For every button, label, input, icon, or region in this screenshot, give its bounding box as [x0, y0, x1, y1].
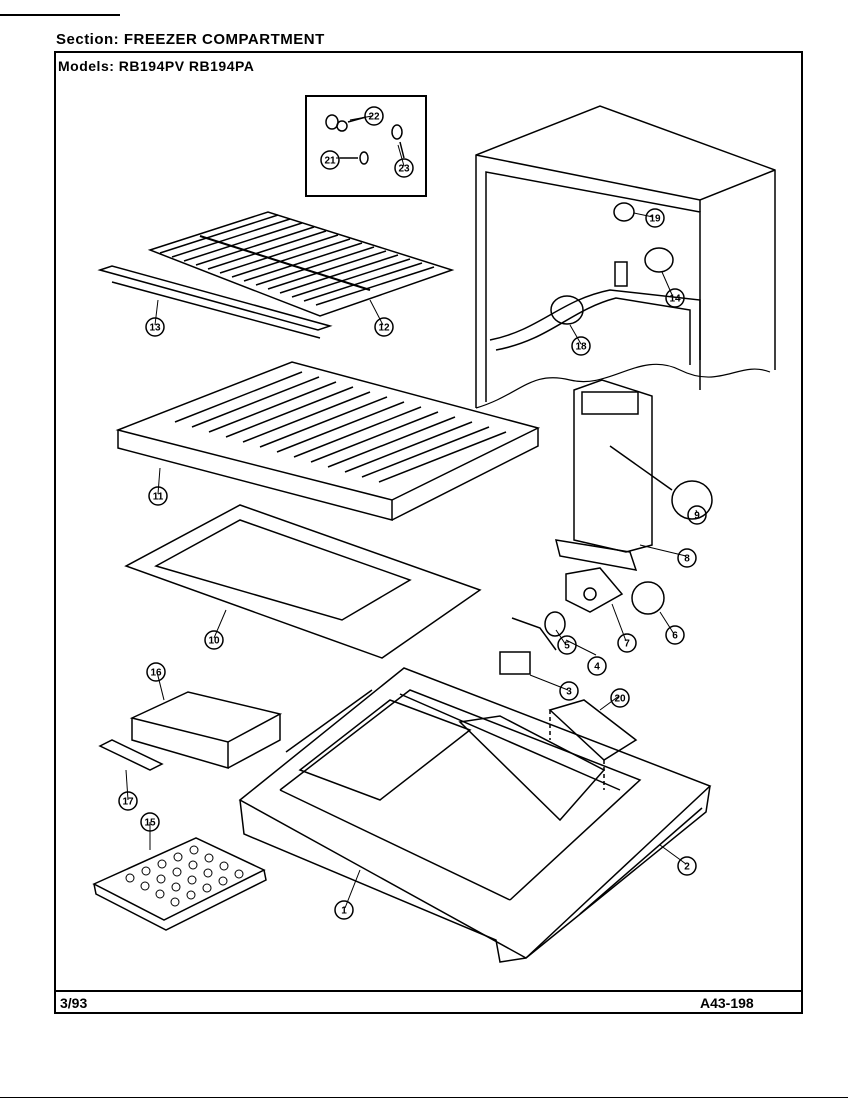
callout-17: 17	[118, 791, 138, 811]
models-value: RB194PV RB194PA	[118, 58, 255, 74]
diagram-frame	[54, 51, 803, 1014]
revision-date: 3/93	[60, 995, 88, 1011]
callout-20: 20	[610, 688, 630, 708]
callout-7: 7	[617, 633, 637, 653]
callout-5: 5	[557, 635, 577, 655]
callout-5-label: 5	[564, 641, 570, 652]
page-code: A43-198	[700, 995, 754, 1011]
bottom-rule	[0, 1097, 848, 1098]
cabinet-liner	[475, 105, 776, 409]
wire-shelf	[147, 211, 455, 317]
callout-14: 14	[665, 288, 685, 308]
callout-1-label: 1	[341, 906, 347, 917]
callout-4-label: 4	[594, 662, 600, 673]
callout-2-label: 2	[684, 862, 690, 873]
callout-16-label: 16	[150, 668, 162, 679]
door-gasket	[285, 689, 703, 915]
callout-15-label: 15	[144, 818, 156, 829]
callout-3-label: 3	[566, 687, 572, 698]
callout-13: 13	[145, 317, 165, 337]
callout-21: 21	[320, 150, 340, 170]
liner-pad	[124, 504, 482, 659]
callout-9-label: 9	[694, 511, 700, 522]
callout-17-label: 17	[122, 797, 134, 808]
models-heading: Models: RB194PV RB194PA	[58, 58, 254, 74]
leader-lines	[125, 115, 698, 909]
callout-12: 12	[374, 317, 394, 337]
callout-10: 10	[204, 630, 224, 650]
callout-4: 4	[587, 656, 607, 676]
callout-6: 6	[665, 625, 685, 645]
section-heading: Section: FREEZER COMPARTMENT	[56, 31, 325, 48]
callout-20-label: 20	[614, 694, 626, 705]
callout-markers: 22 21 23 12 13 11 10 16 17 15 1 2 3 4 5 …	[118, 106, 707, 920]
callout-10-label: 10	[208, 636, 220, 647]
callout-12-label: 12	[378, 323, 390, 334]
ice-bin-clip	[98, 739, 164, 771]
callout-15: 15	[140, 812, 160, 832]
callout-18-label: 18	[575, 342, 587, 353]
callout-22-label: 22	[368, 112, 380, 123]
callout-7-label: 7	[624, 639, 630, 650]
small-parts-inset	[305, 95, 427, 197]
callout-6-label: 6	[672, 631, 678, 642]
callout-16: 16	[146, 662, 166, 682]
callout-19-label: 19	[649, 214, 661, 225]
callout-18: 18	[571, 336, 591, 356]
evaporator-cover	[554, 379, 713, 571]
callout-2: 2	[677, 856, 697, 876]
callout-22: 22	[364, 106, 384, 126]
fan-assembly	[499, 567, 665, 675]
callout-11: 11	[148, 486, 168, 506]
callout-23-label: 23	[398, 164, 410, 175]
callout-23: 23	[394, 158, 414, 178]
models-label: Models:	[58, 58, 115, 74]
callout-8-label: 8	[684, 554, 690, 565]
freezer-shelf	[115, 361, 541, 521]
air-duct-cover	[548, 699, 638, 790]
ice-bin	[129, 691, 283, 769]
footer-divider	[54, 990, 803, 992]
callout-3: 3	[559, 681, 579, 701]
section-label: Section:	[56, 31, 120, 48]
freezer-pan	[238, 667, 712, 963]
section-value: FREEZER COMPARTMENT	[123, 31, 325, 48]
callout-19: 19	[645, 208, 665, 228]
callout-21-label: 21	[324, 156, 336, 167]
shelf-rail	[97, 265, 333, 339]
top-rule	[0, 14, 120, 16]
ice-tray	[92, 837, 267, 931]
callout-9: 9	[687, 505, 707, 525]
callout-11-label: 11	[153, 492, 164, 503]
callout-8: 8	[677, 548, 697, 568]
callout-1: 1	[334, 900, 354, 920]
callout-14-label: 14	[669, 294, 681, 305]
callout-13-label: 13	[149, 323, 161, 334]
